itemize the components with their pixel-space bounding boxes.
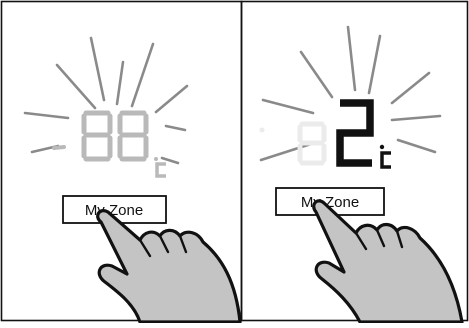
display-digit-2 [340,103,372,163]
left-display-panel: My Zone [25,38,240,322]
pointing-hand-icon [314,201,462,322]
pointing-hand-icon [98,211,240,322]
unit-c-icon [157,164,166,176]
right-display-panel: My Zone [260,27,463,322]
unit-c-icon [382,153,391,167]
minus-segment [54,147,64,148]
sunburst-icon [25,38,187,163]
sunburst-icon [261,27,440,160]
ghost-digit [300,124,324,163]
display-digits-88 [84,113,146,159]
